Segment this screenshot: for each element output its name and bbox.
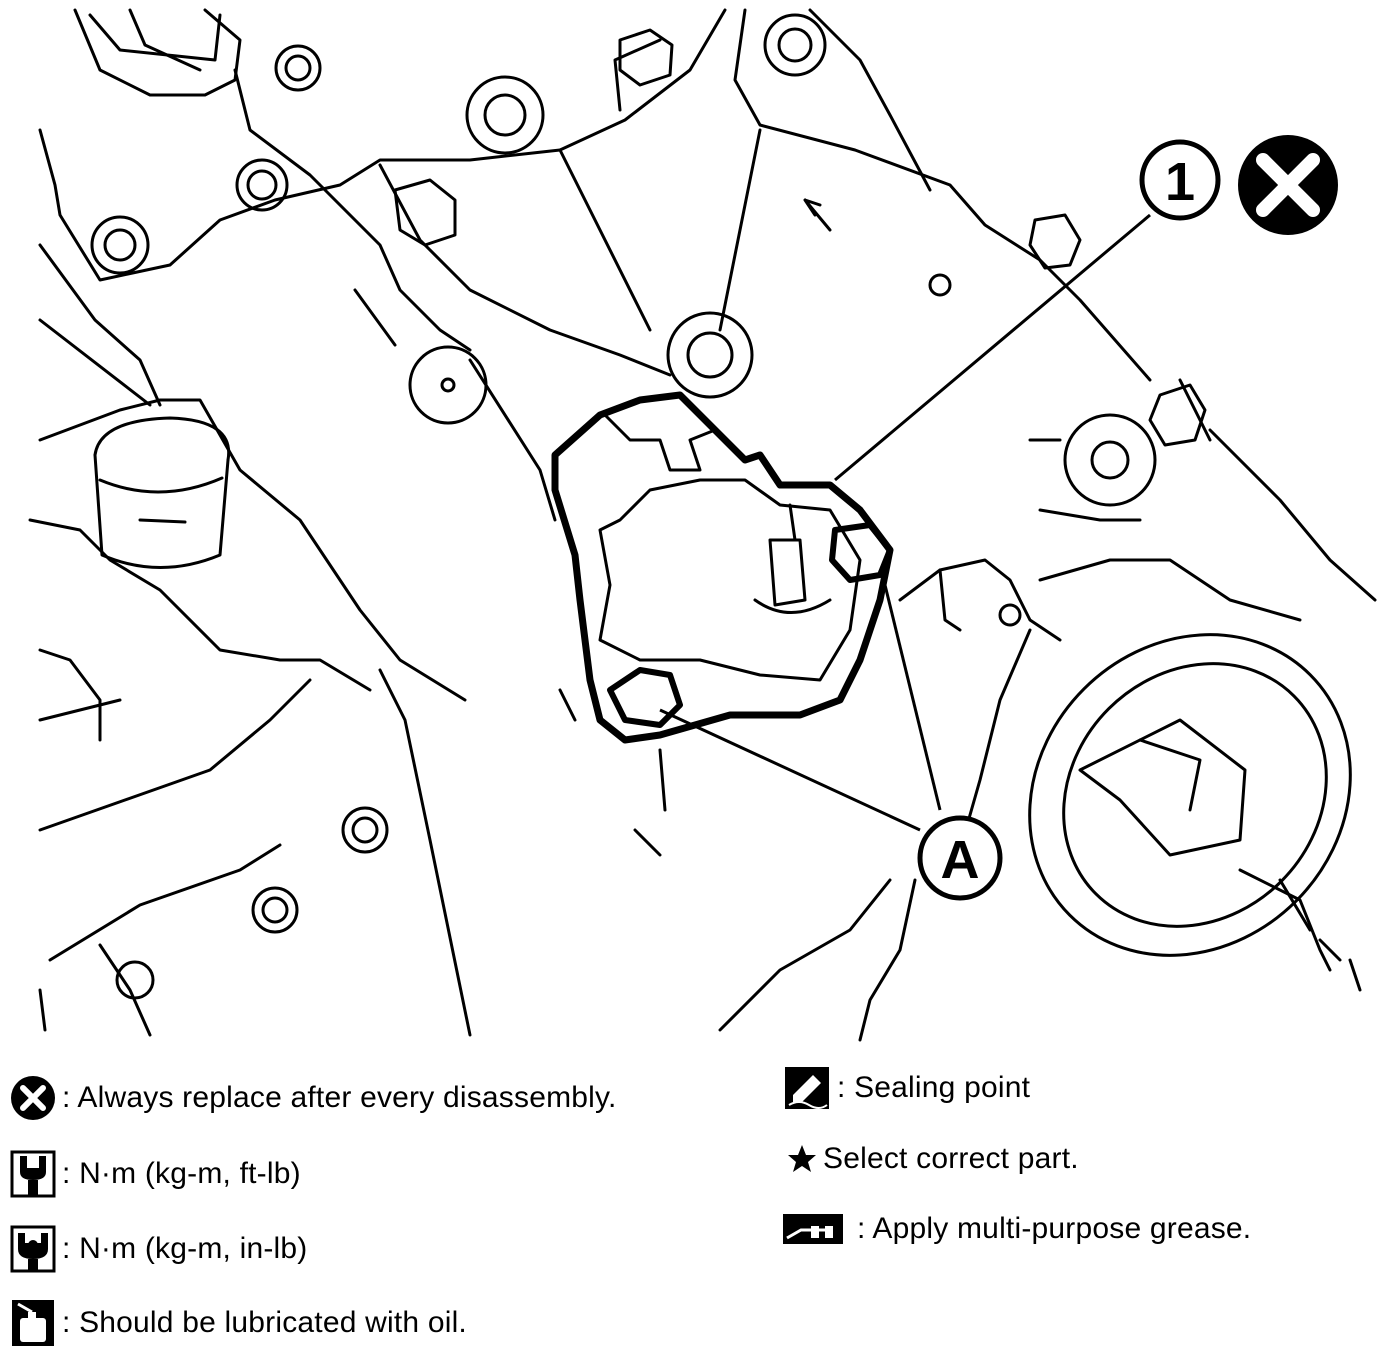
leader-lines (659, 213, 1151, 832)
exploded-view-diagram: 1 A (28, 8, 1377, 1042)
legend-label-torque-in: : N·m (kg-m, in-lb) (62, 1232, 308, 1265)
legend-item-sealing: : Sealing point (783, 1065, 1030, 1111)
engine-housing-drawing (28, 8, 1377, 1042)
legend-label-select: Select correct part. (823, 1142, 1079, 1175)
legend-label-grease: : Apply multi-purpose grease. (857, 1212, 1252, 1245)
star-icon (788, 1145, 816, 1172)
legend-item-torque-in: : N·m (kg-m, in-lb) (10, 1225, 307, 1273)
grease-gun-icon (783, 1214, 843, 1244)
legend-item-grease: : Apply multi-purpose grease. (781, 1212, 1251, 1246)
wrench-icon (10, 1150, 56, 1198)
callout-point-a-label: A (941, 830, 980, 890)
legend-label-sealing: : Sealing point (837, 1071, 1031, 1104)
callout-part-1: 1 (1139, 139, 1221, 221)
callout-part-1-label: 1 (1165, 152, 1195, 212)
oil-can-icon (12, 1300, 54, 1346)
callout-point-a: A (917, 815, 1003, 901)
x-circle-icon (1238, 135, 1338, 235)
legend-item-replace: : Always replace after every disassembly… (10, 1075, 617, 1121)
wrench-icon (10, 1225, 56, 1273)
sealant-icon (785, 1067, 829, 1109)
legend-label-torque-ft: : N·m (kg-m, ft-lb) (62, 1157, 301, 1190)
legend-label-replace: : Always replace after every disassembly… (62, 1081, 617, 1114)
legend-item-torque-ft: : N·m (kg-m, ft-lb) (10, 1150, 301, 1198)
x-circle-icon (11, 1076, 55, 1120)
legend-label-lubricate: : Should be lubricated with oil. (62, 1306, 467, 1339)
legend-item-lubricate: : Should be lubricated with oil. (10, 1298, 467, 1348)
legend-item-select: Select correct part. (787, 1142, 1079, 1176)
